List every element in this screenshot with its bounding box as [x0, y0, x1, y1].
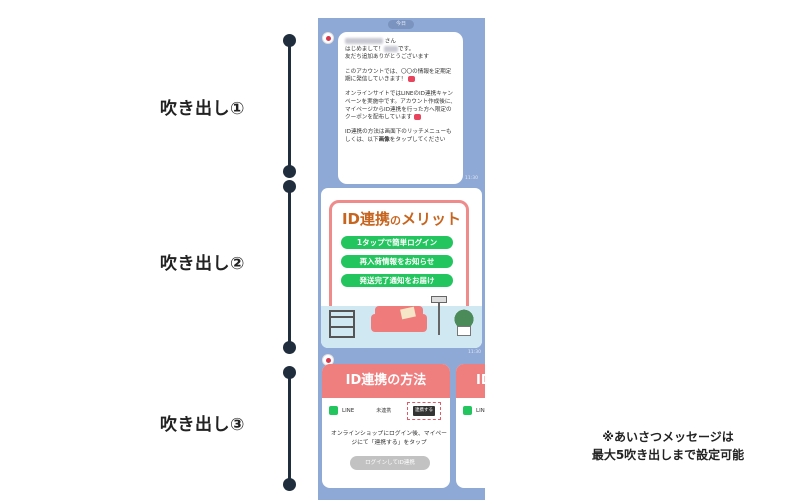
lamp-pole [438, 303, 440, 335]
note-line-1: ※あいさつメッセージは [602, 430, 734, 444]
blurred-username [345, 38, 383, 44]
date-chip: 今日 [388, 20, 414, 29]
merit-title: ID連携のメリット [341, 210, 462, 228]
merit-image-card[interactable]: ID連携のメリット 1タップで簡単ログイン 再入荷情報をお知らせ 発送完了通知を… [321, 188, 482, 348]
chat-screen: 今日 さん はじめまして！ です。 友だち追加ありがとうございます このアカウント… [318, 18, 485, 500]
link-status: 未連携 [376, 408, 392, 414]
name-suffix: さん [384, 38, 396, 45]
timeline-dot [283, 180, 296, 193]
avatar [322, 32, 334, 44]
login-id-link-button[interactable]: ログインしてID連携 [350, 456, 430, 470]
blurred-account-name [384, 46, 398, 53]
timeline-dot [283, 341, 296, 354]
merit-pill-2: 再入荷情報をお知らせ [341, 255, 453, 268]
line-row: LINE 未連携 [329, 406, 391, 415]
carousel-card-header: ID連携の方法 [322, 364, 450, 398]
lamp-illustration [431, 296, 447, 303]
greeting-end: です。 [398, 46, 415, 53]
line-label: LINE [476, 407, 485, 414]
heart-icon [413, 114, 421, 121]
label-bubble-3: 吹き出し③ [160, 415, 245, 435]
line-icon [329, 406, 338, 415]
timeline-dot [283, 478, 296, 491]
plant-illustration [453, 306, 475, 328]
timeline-dot [283, 34, 296, 47]
label-bubble-2: 吹き出し② [160, 254, 245, 274]
label-bubble-1: 吹き出し① [160, 99, 245, 119]
timeline-segment-1 [288, 40, 291, 170]
thanks-text: 友だち追加ありがとうございます [345, 54, 429, 61]
greeting-note: ※あいさつメッセージは 最大5吹き出しまで設定可能 [568, 428, 768, 464]
avatar [322, 354, 334, 366]
instruction-text: オンラインショップにログイン後、マイページにて「連携する」をタップ [331, 431, 447, 446]
greeting: はじめまして！ [345, 46, 384, 53]
message-time: 11:30 [465, 176, 478, 181]
timeline-dot [283, 366, 296, 379]
image-word: 画像 [378, 136, 390, 143]
paragraph-3: オンラインサイトではLINEのID連携キャンペーンを実施中です。アカウント作成後… [345, 91, 456, 121]
line-icon [463, 406, 472, 415]
carousel-card-1[interactable]: ID連携の方法 LINE 未連携 連携する オンラインショップにログイン後、マイ… [322, 364, 450, 488]
paragraph-2: このアカウントでは、〇〇の情報を定期定期に発信していきます！ [345, 68, 452, 83]
carousel-card-header: ID [456, 364, 485, 398]
link-button[interactable]: 連携する [413, 406, 435, 416]
paragraph-4: ID連携の方法は画面下のリッチメニューもしくは、以下 [345, 129, 452, 143]
line-label: LINE [342, 407, 355, 414]
message-time: 11:30 [468, 350, 481, 355]
highlight-box [407, 402, 441, 420]
message-bubble-1: さん はじめまして！ です。 友だち追加ありがとうございます このアカウントでは、… [338, 32, 463, 184]
merit-pill-3: 発送完了通知をお届け [341, 274, 453, 287]
heart-icon [408, 76, 416, 83]
carousel-card-2[interactable]: ID LINE [456, 364, 485, 488]
timeline-segment-2 [288, 186, 291, 346]
sofa-illustration [371, 306, 427, 332]
line-row: LINE [463, 406, 485, 415]
note-line-2: 最大5吹き出しまで設定可能 [591, 448, 745, 462]
merit-pill-1: 1タップで簡単ログイン [341, 236, 453, 249]
plant-pot [457, 326, 471, 336]
shelf-illustration [329, 310, 355, 338]
paragraph-4-end: をタップしてください [389, 136, 446, 143]
timeline-dot [283, 165, 296, 178]
timeline-segment-3 [288, 372, 291, 484]
